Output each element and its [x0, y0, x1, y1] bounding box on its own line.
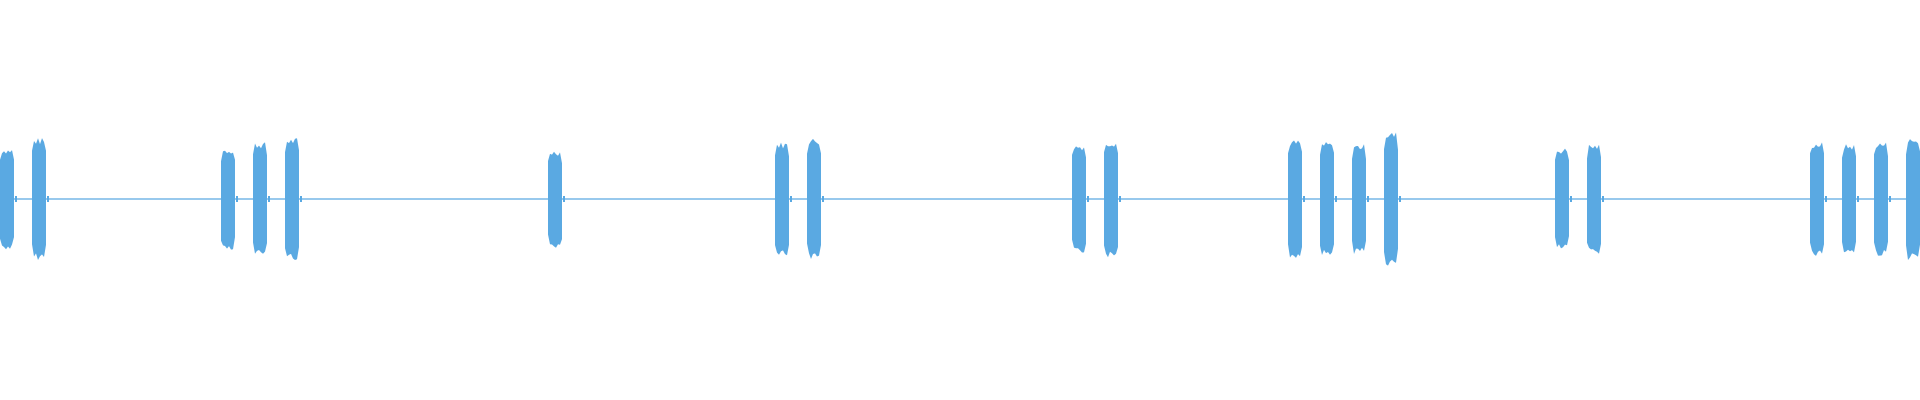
waveform-burst	[32, 138, 46, 260]
waveform-residual-tick	[47, 196, 49, 202]
waveform-burst	[1104, 143, 1118, 258]
waveform-residual-tick	[790, 196, 792, 202]
waveform-residual-tick	[1119, 196, 1121, 202]
waveform-burst	[1587, 144, 1601, 254]
waveform-residual-tick	[1857, 196, 1859, 202]
waveform-burst	[221, 150, 235, 250]
waveform-burst	[1288, 140, 1302, 258]
waveform-residual-tick	[1570, 196, 1572, 202]
waveform-burst	[253, 142, 267, 254]
waveform-burst	[1906, 139, 1920, 260]
waveform-residual-tick	[300, 196, 302, 202]
waveform-residual-tick	[15, 196, 17, 202]
waveform-burst	[285, 138, 299, 260]
waveform-residual-tick	[822, 196, 824, 202]
waveform-residual-tick	[1399, 196, 1401, 202]
waveform-residual-tick	[563, 196, 565, 202]
waveform-burst	[1810, 142, 1824, 256]
waveform-residual-tick	[1602, 196, 1604, 202]
waveform-burst	[1320, 142, 1334, 255]
waveform-burst	[0, 150, 14, 250]
waveform-burst	[1384, 132, 1398, 266]
waveform-burst	[1072, 146, 1086, 253]
waveform-residual-tick	[1335, 196, 1337, 202]
waveform-burst	[1555, 148, 1569, 249]
waveform-residual-tick	[236, 196, 238, 202]
waveform-burst	[807, 138, 821, 259]
waveform-residual-tick	[1825, 196, 1827, 202]
waveform-burst	[1842, 144, 1856, 253]
waveform-burst	[1352, 144, 1366, 254]
waveform-residual-tick	[268, 196, 270, 202]
waveform-burst	[1874, 142, 1888, 256]
waveform-bursts	[0, 132, 1920, 266]
waveform-burst	[548, 151, 562, 248]
waveform-residual-tick	[1087, 196, 1089, 202]
waveform-residual-tick	[1367, 196, 1369, 202]
waveform-residual-tick	[1303, 196, 1305, 202]
waveform-burst	[775, 142, 789, 256]
waveform-residual-tick	[1889, 196, 1891, 202]
